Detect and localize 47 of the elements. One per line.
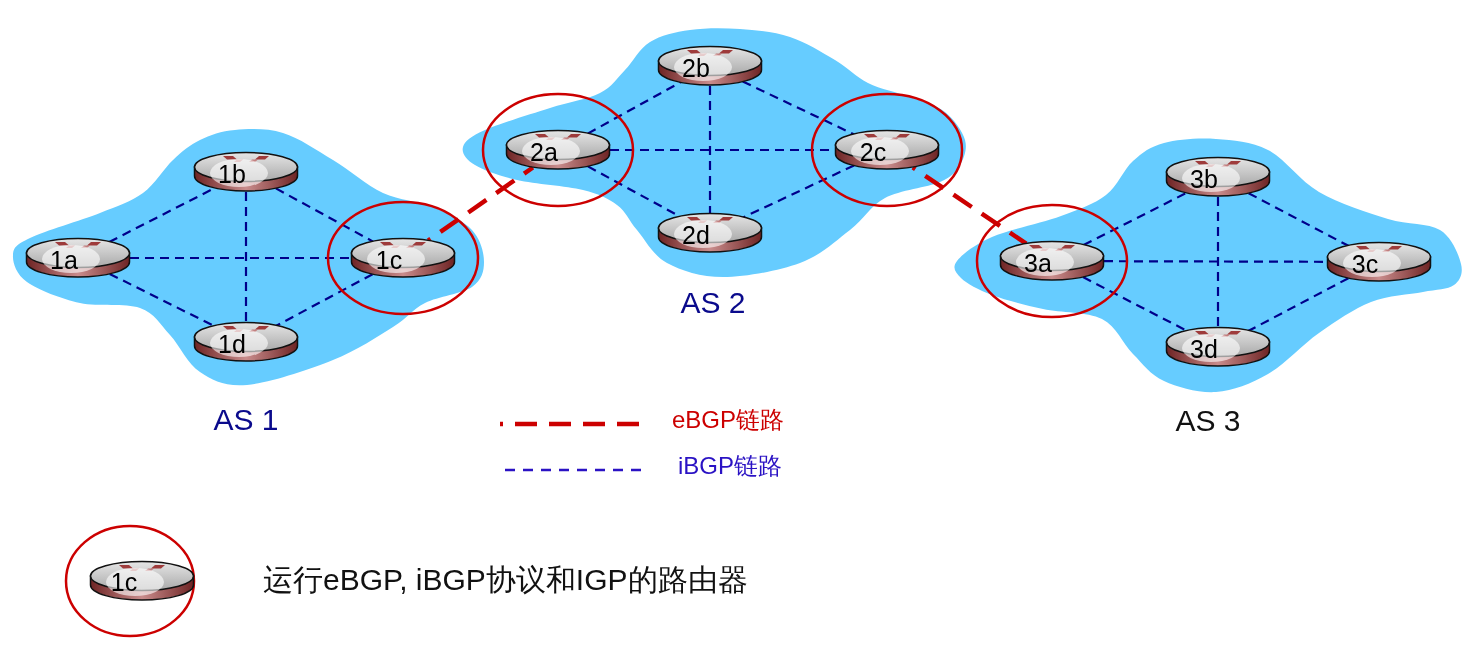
router (505, 129, 611, 171)
router-label: 1c (375, 247, 403, 273)
dashed-link (244, 192, 248, 322)
router (193, 321, 299, 363)
dashed-link (1248, 277, 1349, 332)
thick-dashed-link (911, 165, 1028, 246)
dashed-link (275, 273, 374, 327)
router-label: 1d (218, 331, 246, 357)
router (834, 129, 940, 171)
router (1165, 156, 1271, 198)
legend-text: eBGP链路 (672, 408, 785, 432)
router (657, 45, 763, 87)
router (350, 237, 456, 279)
dashed-link (1216, 197, 1220, 327)
thick-dashed-link (426, 165, 535, 243)
as-label: AS 2 (680, 288, 746, 318)
legend-text: iBGP链路 (678, 454, 782, 478)
dashed-link (1082, 276, 1188, 332)
dashed-link (708, 86, 712, 213)
dashed-link (742, 164, 855, 219)
router (1165, 326, 1271, 368)
dashed-link (1248, 192, 1349, 247)
router-label: 2c (859, 139, 887, 165)
dashed-link (1083, 191, 1187, 247)
router-label: 2d (682, 222, 710, 248)
router-label: 3c (1351, 251, 1379, 277)
legend-text: 运行eBGP, iBGP协议和IGP的路由器 (263, 565, 748, 595)
router (657, 212, 763, 254)
router-label: 1c (110, 569, 138, 595)
router-label: 3a (1024, 250, 1052, 276)
as-label: AS 3 (1175, 406, 1241, 436)
router-label: 1a (50, 247, 78, 273)
dashed-link (109, 272, 215, 328)
router (1326, 241, 1432, 283)
router-label: 3d (1190, 336, 1218, 362)
dashed-link (130, 256, 351, 260)
dashed-link (742, 80, 855, 136)
router-label: 2b (682, 55, 710, 81)
dashed-link (275, 187, 374, 243)
as-label: AS 1 (213, 405, 279, 435)
router (999, 240, 1105, 282)
router (193, 151, 299, 193)
dashed-link (587, 81, 681, 135)
router-label: 2a (530, 139, 558, 165)
router-label: 3b (1190, 166, 1218, 192)
router-label: 1b (218, 161, 246, 187)
router (25, 237, 131, 279)
